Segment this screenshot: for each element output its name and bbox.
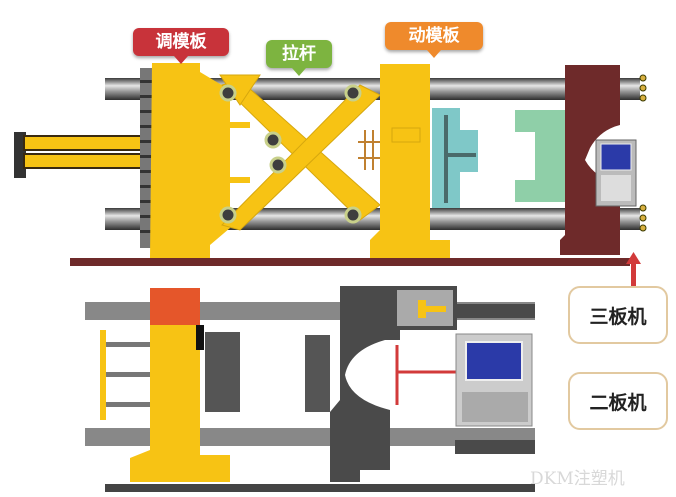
moving-platen-bottom [130, 290, 230, 482]
moving-platen-callout: 动模板 [385, 22, 483, 58]
adjust-platen [150, 63, 230, 258]
clamp-cylinder [14, 132, 145, 178]
tie-bar-callout: 拉杆 [266, 40, 332, 76]
fixed-mold [515, 110, 565, 202]
moving-mold [432, 108, 478, 208]
machine-base [70, 258, 630, 266]
machine-base-bottom [105, 484, 535, 492]
watermark: DKM注塑机 [530, 469, 625, 489]
two-platen-label: 二板机 [568, 372, 668, 430]
control-panel-bottom [455, 333, 533, 427]
two-platen-machine [85, 286, 535, 492]
fixed-platen [560, 65, 620, 255]
fixed-platen-bottom [330, 286, 400, 482]
moving-platen [370, 64, 450, 258]
control-panel-top [595, 139, 637, 207]
arrow-up-icon [626, 252, 641, 292]
three-platen-machine [14, 63, 647, 292]
adjust-platen-callout: 调模板 [133, 28, 229, 64]
three-platen-label: 三板机 [568, 286, 668, 344]
